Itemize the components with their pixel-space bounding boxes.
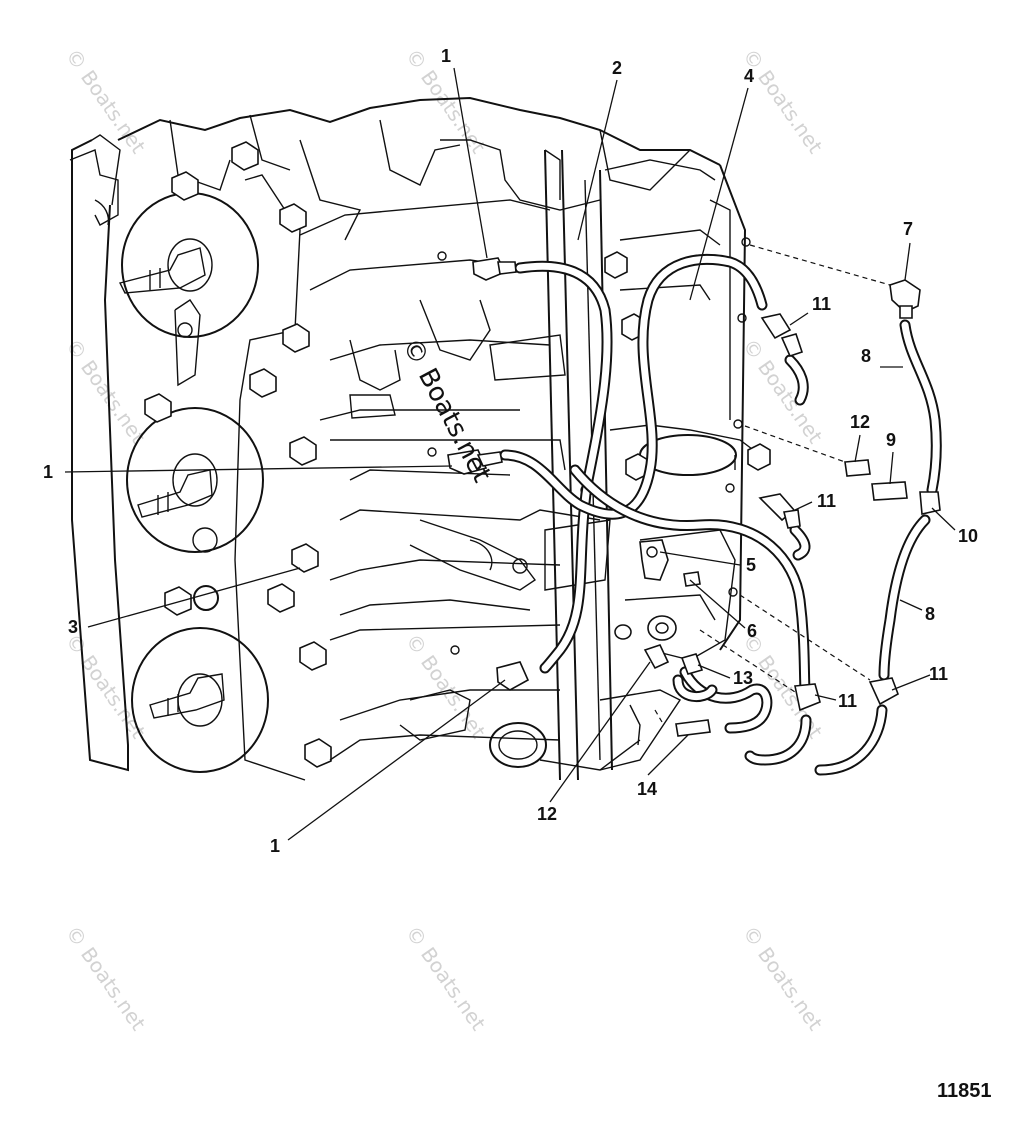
cylinder-head-middle [126,407,264,553]
watermark: © Boats.net [61,44,151,158]
callout-1: 1 [441,46,451,66]
callout-3: 3 [68,617,78,637]
washer [193,585,219,611]
callout-7: 7 [903,219,913,239]
callout-12: 12 [850,412,870,432]
cylinder-head-bottom [131,627,269,773]
callout-9: 9 [886,430,896,450]
callout-11: 11 [812,294,831,314]
callout-2: 2 [612,58,622,78]
hoses [499,253,942,776]
watermark: © Boats.net [61,334,151,448]
callout-5: 5 [746,555,756,575]
watermark: © Boats.net [738,334,828,448]
engine-block [69,96,771,781]
head-bolts [144,141,332,768]
watermark: © Boats.net [738,921,828,1035]
watermark: © Boats.net [401,921,491,1035]
leader-lines [64,67,956,841]
callout-1: 1 [43,462,53,482]
callout-11: 11 [817,491,836,511]
callout-1: 1 [270,836,280,856]
cylinder-head-top [118,192,259,338]
watermark: © Boats.net [738,44,828,158]
dashed-lines [654,244,891,723]
callout-8: 8 [925,604,935,624]
callout-10: 10 [958,526,978,546]
callout-11: 11 [838,691,857,711]
callout-11: 11 [929,664,948,684]
watermark: © Boats.net [61,921,151,1035]
callout-12: 12 [537,804,557,824]
watermark: © Boats.net [401,629,491,743]
callout-13: 13 [733,668,753,688]
callout-6: 6 [747,621,757,641]
callout-4: 4 [744,66,754,86]
callout-8: 8 [861,346,871,366]
figure-number: 11851 [937,1080,992,1102]
callouts: 1 2 4 7 11 8 12 9 1 11 10 5 3 6 8 11 13 … [43,46,978,856]
callout-14: 14 [637,779,657,799]
fittings [447,257,941,737]
